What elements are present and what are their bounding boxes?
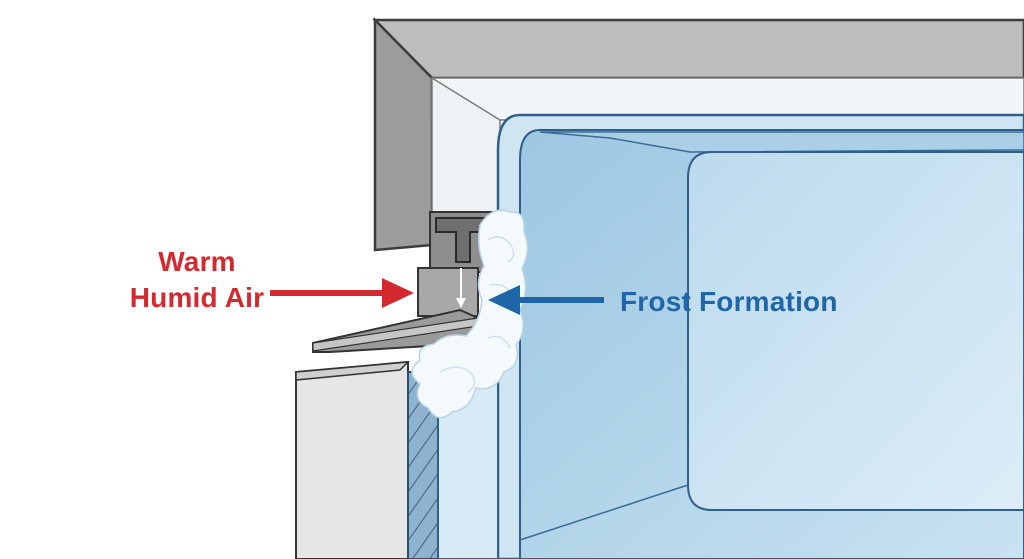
warm-humid-air-label: Warm Humid Air xyxy=(122,244,272,316)
frost-buildup xyxy=(411,209,529,419)
door-body xyxy=(295,360,499,559)
warm-humid-air-line1: Warm xyxy=(158,246,236,277)
freezer-liner xyxy=(496,113,1024,559)
cabinet-frame xyxy=(372,16,1024,252)
warm-air-arrow xyxy=(270,278,414,308)
frost-arrow xyxy=(488,285,604,315)
frost-formation-label: Frost Formation xyxy=(620,286,838,317)
warm-humid-air-line2: Humid Air xyxy=(129,282,265,313)
